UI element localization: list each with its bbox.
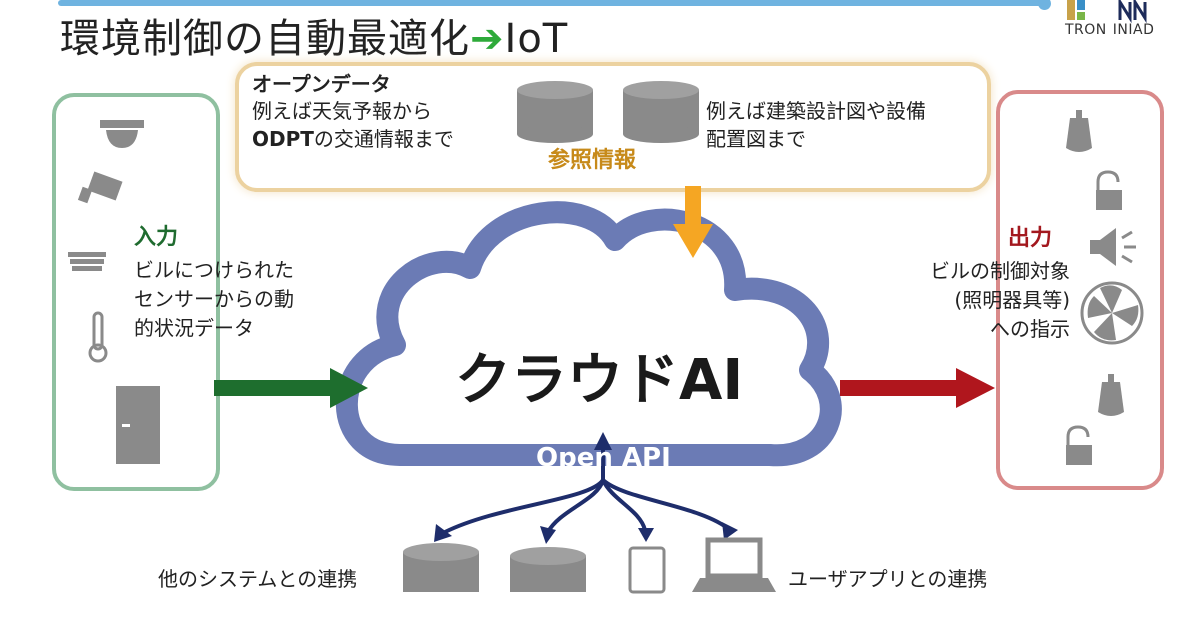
other-systems-label: 他のシステムとの連携 (158, 567, 358, 591)
door-icon (116, 386, 160, 464)
logo-iniad: INIAD (1112, 22, 1155, 38)
light-bulb-icon (1066, 110, 1092, 152)
output-desc-line1: ビルの制御対象 (930, 259, 1070, 283)
thermometer-icon (88, 311, 108, 363)
open-data-line1: 例えば天気予報から (252, 99, 432, 123)
camera-icon (77, 171, 123, 204)
logo-tron: TRON (1065, 22, 1107, 38)
light-bulb-icon (1098, 374, 1124, 416)
input-panel (52, 93, 220, 491)
output-arrow (840, 368, 995, 408)
input-desc-line2: センサーからの動 (134, 287, 294, 311)
laptop-icon (692, 537, 776, 592)
odpt-label: ODPT (252, 127, 314, 151)
input-arrow (214, 368, 368, 408)
fan-icon (1080, 281, 1144, 345)
cloud-ai-label: クラウドAI (455, 348, 744, 413)
reference-panel (235, 62, 991, 192)
top-bar-dot (1038, 0, 1051, 10)
tron-iniad-logo (1067, 0, 1147, 24)
smartphone-icon (628, 546, 666, 594)
api-arrowheads (434, 432, 738, 544)
dome-camera-icon (100, 120, 144, 148)
speaker-icon (1090, 228, 1136, 266)
reference-label: 参照情報 (548, 148, 637, 173)
title-arrow: ➔ (470, 16, 505, 62)
api-arrows (444, 440, 732, 534)
open-api-label: Open API (536, 443, 671, 473)
database-icon (403, 543, 479, 592)
user-apps-label: ユーザアプリとの連携 (788, 567, 988, 591)
top-bar (58, 0, 1048, 6)
logo-text: TRON INIAD (1065, 22, 1160, 38)
output-heading: 出力 (1008, 226, 1053, 251)
open-data-line2-rest: の交通情報まで (313, 127, 454, 151)
title-main: 環境制御の自動最適化 (60, 16, 470, 62)
database-icon (517, 81, 593, 143)
database-icon (623, 81, 699, 143)
input-desc-line3: 的状況データ (134, 316, 254, 340)
open-data-line2: ODPTの交通情報まで (252, 124, 454, 154)
input-heading: 入力 (134, 225, 179, 250)
input-desc-line1: ビルにつけられた (134, 258, 294, 282)
cloud-shape (335, 201, 842, 467)
unlock-icon (1066, 425, 1092, 465)
output-panel (996, 90, 1164, 490)
title-suffix: IoT (504, 16, 569, 62)
database-icon (510, 547, 586, 592)
smoke-detector-icon (68, 252, 106, 271)
unlock-icon (1096, 170, 1122, 210)
reference-arrow (673, 186, 713, 258)
building-line1: 例えば建築設計図や設備 (706, 99, 926, 123)
output-desc-line3: への指示 (990, 317, 1070, 341)
open-data-title: オープンデータ (252, 72, 391, 96)
output-desc-line2: (照明器具等) (954, 288, 1070, 312)
page-title: 環境制御の自動最適化➔IoT (60, 6, 568, 64)
building-line2: 配置図まで (706, 127, 806, 151)
